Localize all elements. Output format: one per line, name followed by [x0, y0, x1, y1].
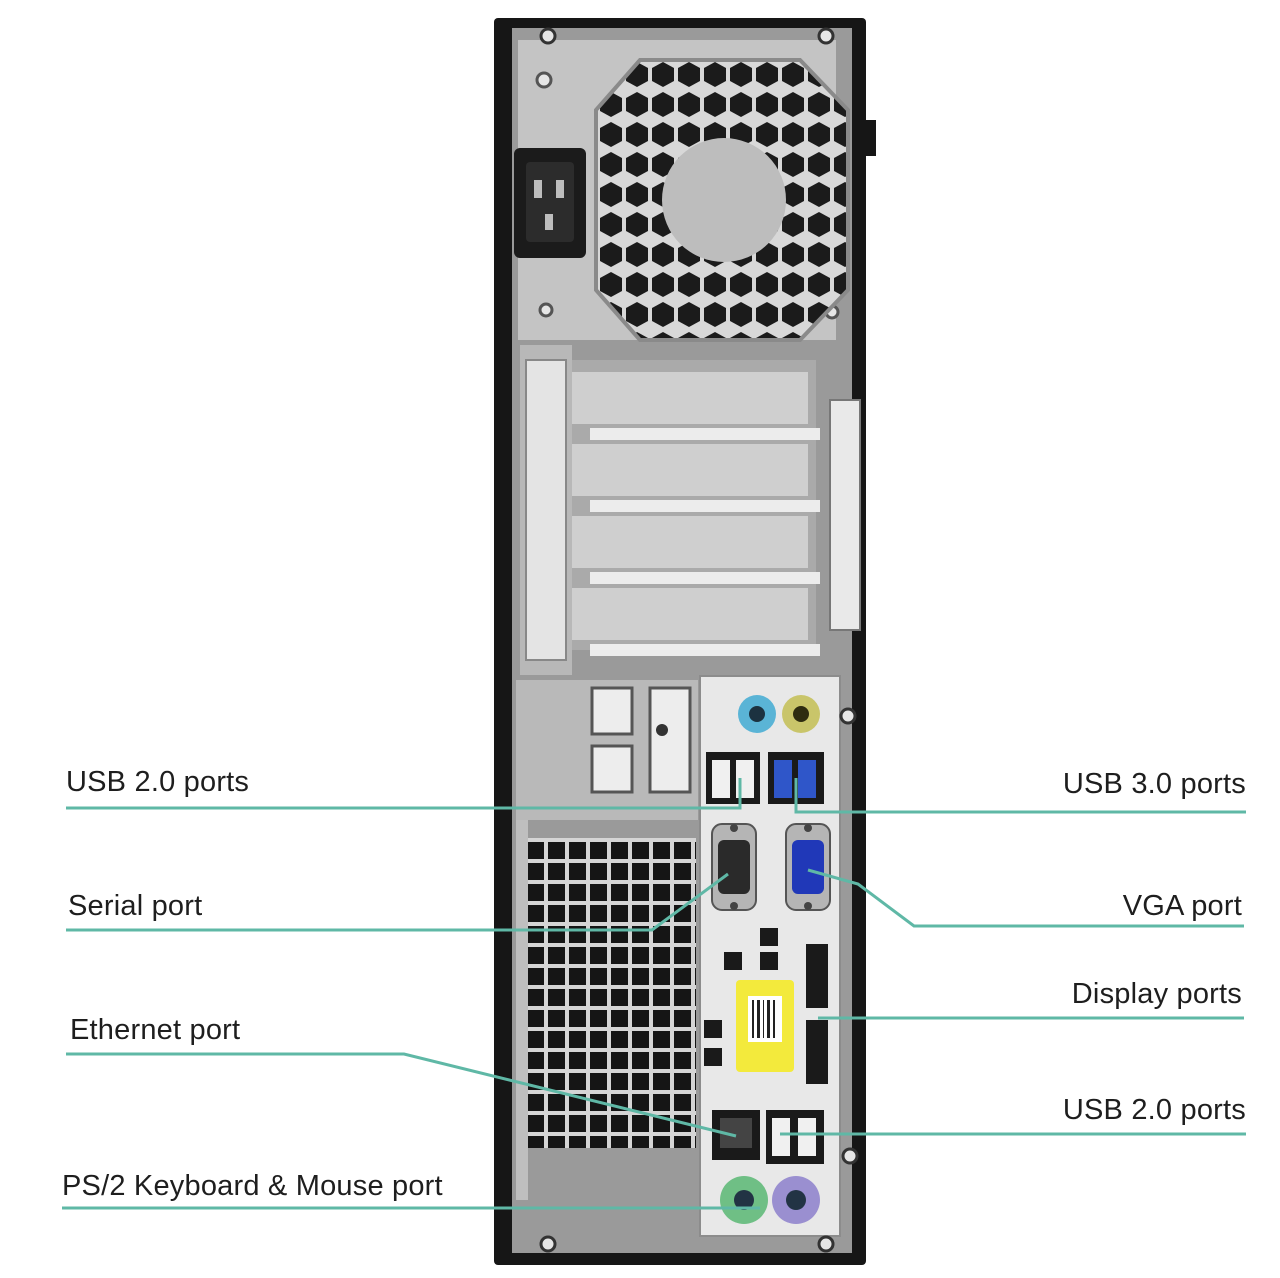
- audio-out-jack: [782, 695, 820, 733]
- label-serial-port: Serial port: [68, 890, 203, 922]
- power-socket: [514, 148, 586, 258]
- ethernet-port: [712, 1110, 760, 1160]
- display-ports: [806, 944, 828, 1084]
- label-vga-port: VGA port: [1122, 890, 1242, 922]
- leader-vga: [807, 868, 1244, 928]
- lower-panel: [516, 680, 698, 1200]
- leader-serial: [66, 872, 729, 932]
- vga-port: [785, 823, 831, 911]
- label-ps2-port: PS/2 Keyboard & Mouse port: [62, 1170, 443, 1202]
- ps2-mouse-port: [772, 1176, 820, 1224]
- usb-2-ports-top: [706, 752, 760, 804]
- label-usb-2-ports-bottom: USB 2.0 ports: [1062, 1094, 1246, 1126]
- leader-ethernet: [66, 1052, 737, 1138]
- label-usb-2-ports-top: USB 2.0 ports: [66, 766, 250, 798]
- label-usb-3-ports: USB 3.0 ports: [1062, 768, 1246, 800]
- leader-lines: [62, 778, 1246, 1210]
- ps2-keyboard-port: [720, 1176, 768, 1224]
- serial-port: [711, 823, 757, 911]
- audio-in-jack: [738, 695, 776, 733]
- leader-usb2-top: [66, 778, 742, 810]
- usb-2-ports-bottom: [766, 1110, 824, 1164]
- serial-sticker: [736, 980, 794, 1072]
- label-display-ports: Display ports: [1071, 978, 1242, 1010]
- label-ethernet-port: Ethernet port: [70, 1014, 241, 1046]
- expansion-slots: [520, 345, 861, 675]
- io-cutouts: [704, 928, 778, 1066]
- bottom-screws: [539, 707, 859, 1253]
- leader-usb3: [794, 778, 1246, 814]
- fan-grille: [594, 58, 850, 342]
